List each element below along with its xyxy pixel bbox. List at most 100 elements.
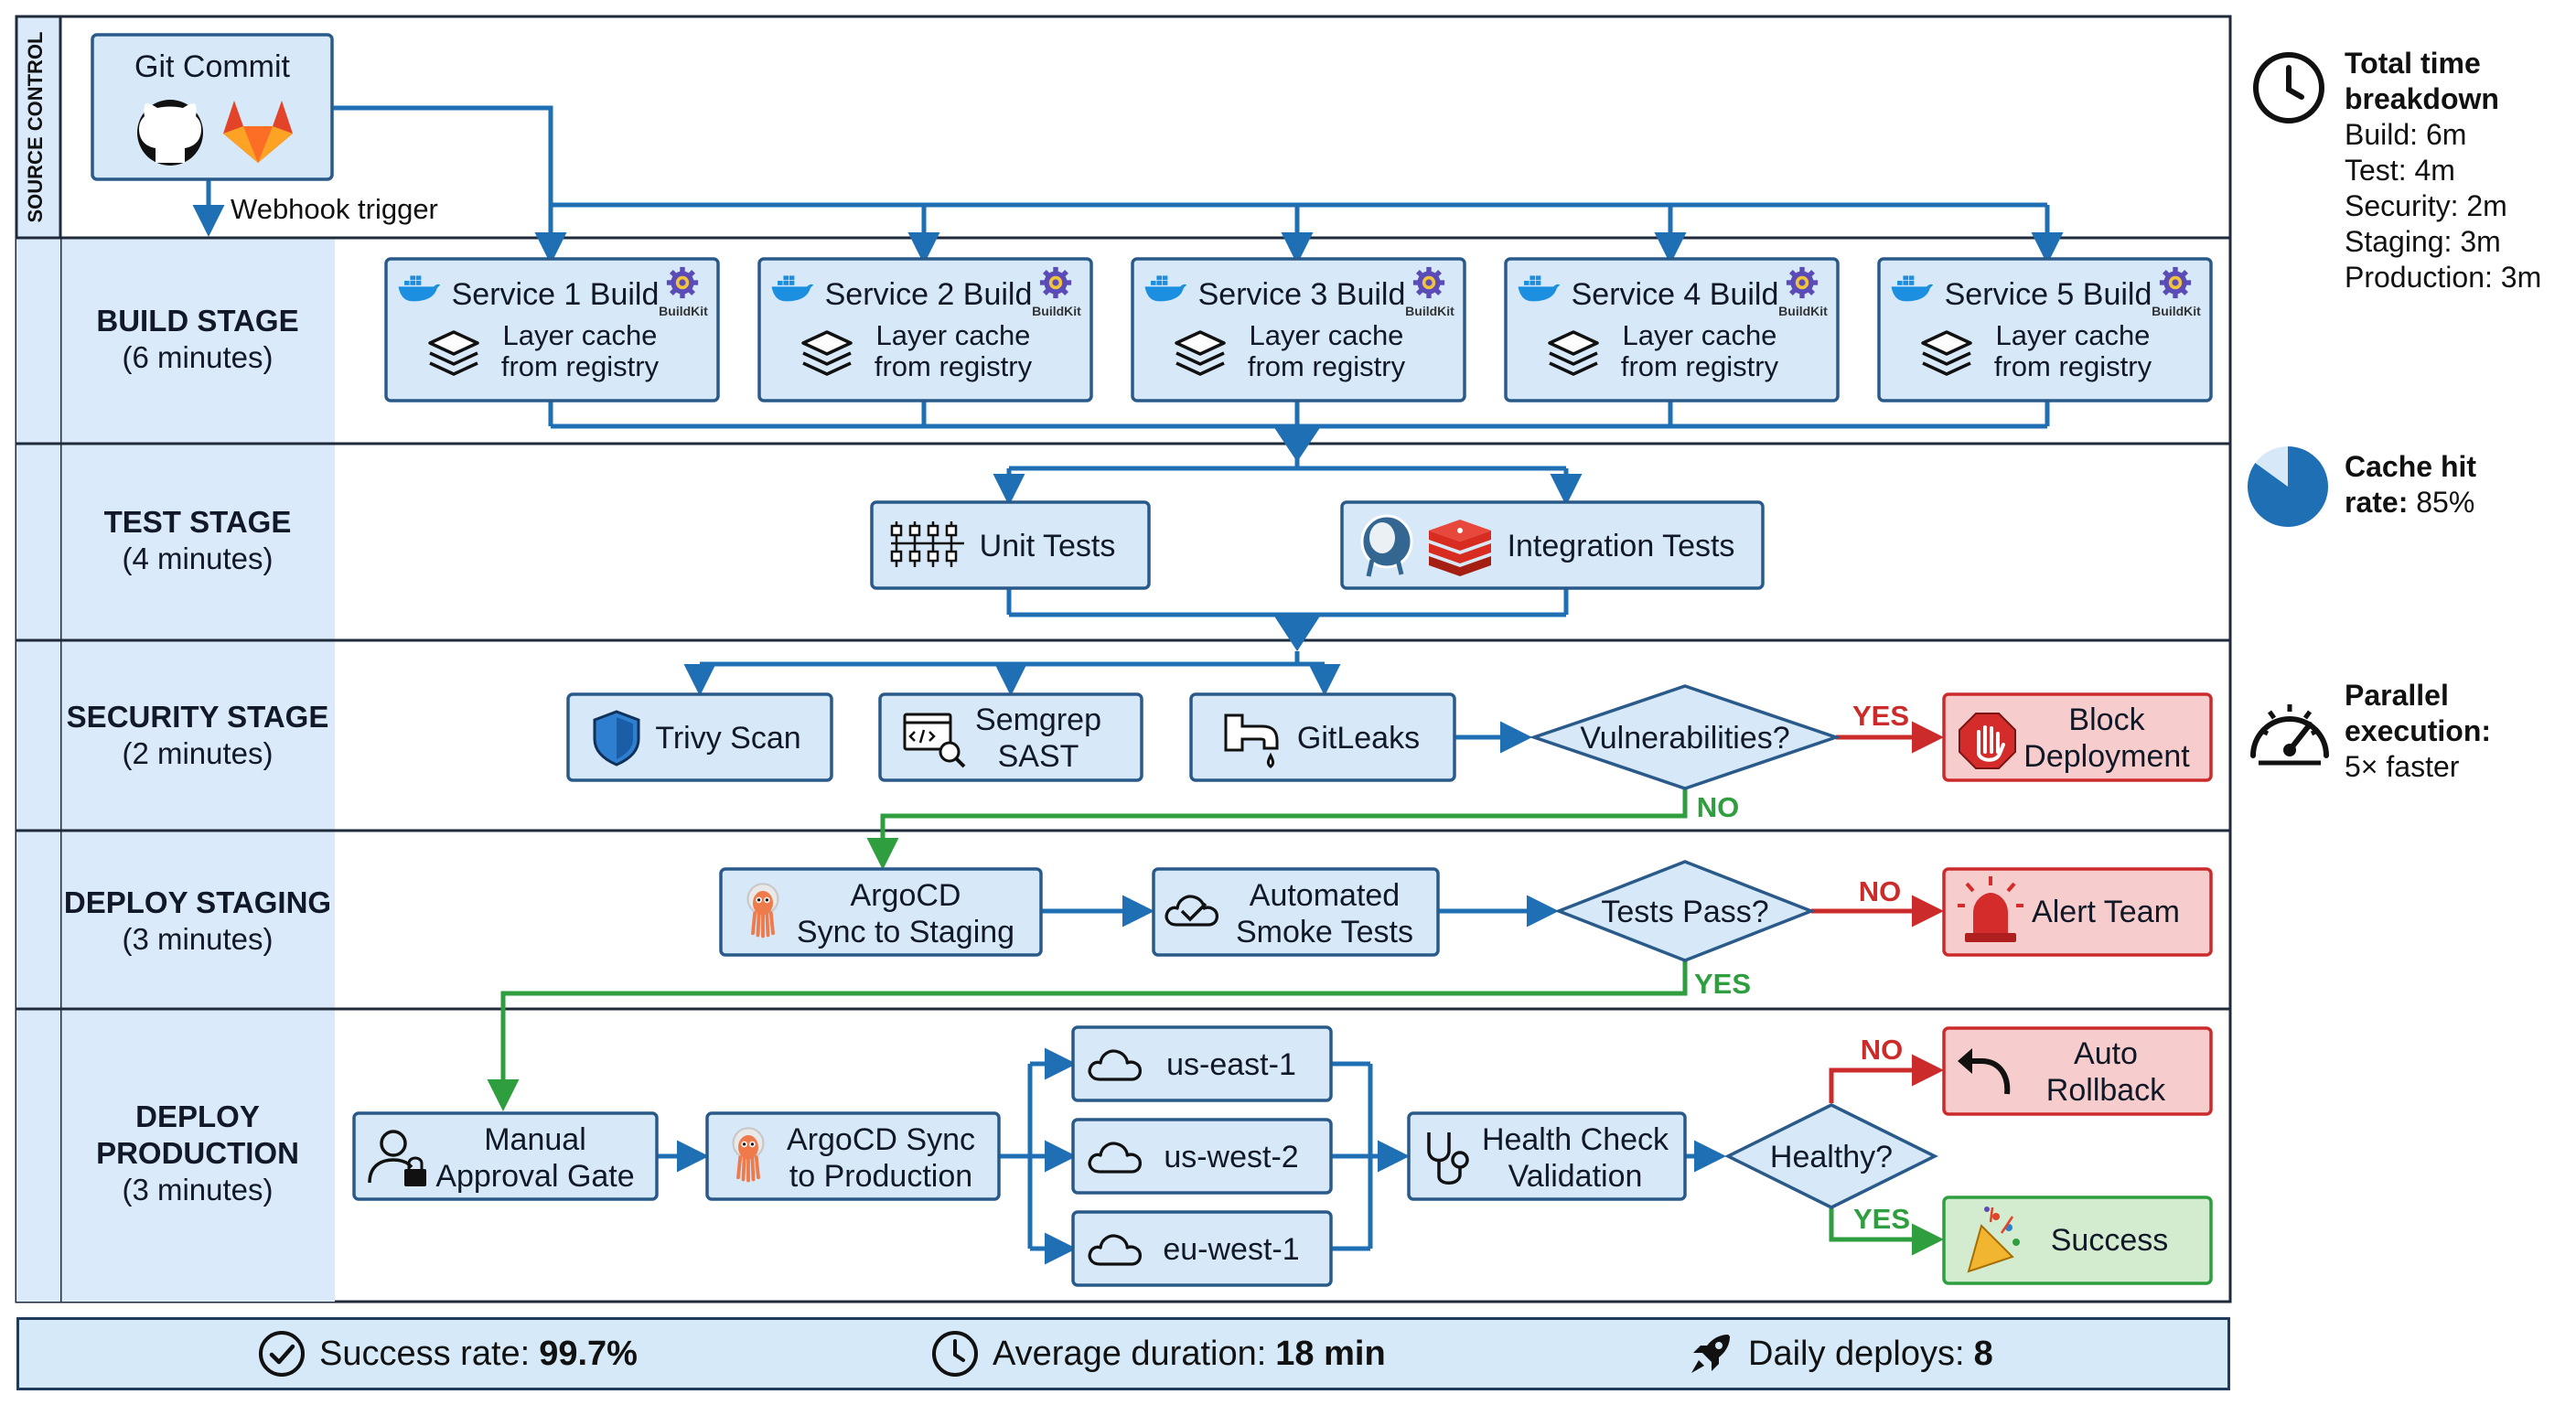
- service-build-label: Service 4 Build: [1572, 277, 1779, 312]
- build-stage-duration: (6 minutes): [122, 340, 273, 374]
- check-circle-icon: [259, 1331, 305, 1377]
- health-check-label-2: Validation: [1508, 1159, 1643, 1194]
- layer-cache-label: Layer cache: [1996, 319, 2151, 351]
- unit-tests-node[interactable]: Unit Tests: [870, 500, 1151, 590]
- buildkit-tag: BuildKit: [659, 304, 708, 318]
- manual-approval-node[interactable]: Manual Approval Gate: [352, 1111, 659, 1201]
- stop-hand-icon: [1959, 713, 2016, 769]
- smoke-tests-node[interactable]: Automated Smoke Tests: [1152, 867, 1440, 957]
- auto-rollback-label-1: Auto: [2074, 1036, 2138, 1071]
- layer-cache-label: Layer cache: [503, 319, 658, 351]
- region-node[interactable]: us-east-1: [1071, 1025, 1333, 1102]
- buildkit-tag: BuildKit: [1778, 304, 1828, 318]
- smoke-tests-label-1: Automated: [1250, 878, 1400, 913]
- user-lock-icon: [368, 1130, 426, 1186]
- average-duration-label: Average duration:: [993, 1334, 1267, 1373]
- security-stage-duration: (2 minutes): [122, 736, 273, 770]
- github-icon: [137, 100, 203, 166]
- unit-tests-icon: [890, 521, 964, 567]
- staging-no-label: NO: [1859, 875, 1902, 907]
- stats-bar: Success rate: 99.7% Average duration: 18…: [16, 1317, 2230, 1390]
- time-item: Staging: 3m: [2345, 225, 2501, 258]
- parallel-value: 5× faster: [2345, 750, 2460, 783]
- lane-label-test: TEST STAGE (4 minutes): [104, 505, 292, 575]
- tests-pass-label: Tests Pass?: [1601, 895, 1768, 929]
- security-yes-label: YES: [1852, 700, 1909, 732]
- siren-icon: [1958, 876, 2023, 942]
- integration-tests-node[interactable]: Integration Tests: [1340, 500, 1765, 590]
- semgrep-label-1: Semgrep: [975, 702, 1101, 737]
- health-check-node[interactable]: Health Check Validation: [1407, 1111, 1687, 1201]
- staging-stage-duration: (3 minutes): [122, 922, 273, 956]
- production-no-label: NO: [1861, 1034, 1904, 1066]
- redis-icon: [1429, 520, 1491, 576]
- unit-tests-label: Unit Tests: [980, 529, 1116, 563]
- test-stage-duration: (4 minutes): [122, 542, 273, 575]
- code-search-icon: [903, 713, 966, 768]
- cache-hit-title-1: Cache hit: [2345, 450, 2477, 483]
- staging-yes-label: YES: [1694, 968, 1751, 1000]
- test-stage-title: TEST STAGE: [104, 505, 292, 539]
- security-no-label: NO: [1697, 791, 1740, 823]
- region-node[interactable]: us-west-2: [1071, 1118, 1333, 1195]
- webhook-trigger-label: Webhook trigger: [231, 193, 438, 225]
- trivy-scan-node[interactable]: Trivy Scan: [566, 692, 833, 782]
- smoke-tests-label-2: Smoke Tests: [1236, 915, 1413, 949]
- argocd-staging-label-1: ArgoCD: [851, 878, 961, 913]
- time-breakdown-title-1: Total time: [2345, 47, 2481, 80]
- tests-pass-decision[interactable]: Tests Pass?: [1554, 860, 1816, 962]
- vulnerabilities-decision[interactable]: Vulnerabilities?: [1529, 684, 1841, 790]
- source-control-label: SOURCE CONTROL: [24, 32, 47, 223]
- from-registry-label: from registry: [1621, 350, 1779, 382]
- semgrep-sast-node[interactable]: Semgrep SAST: [878, 692, 1143, 782]
- vulnerabilities-label: Vulnerabilities?: [1580, 721, 1789, 756]
- git-commit-label: Git Commit: [134, 49, 291, 84]
- daily-deploys-value: 8: [1973, 1334, 1993, 1373]
- alert-team-node[interactable]: Alert Team: [1942, 867, 2213, 957]
- block-deployment-node[interactable]: Block Deployment: [1942, 692, 2213, 782]
- region-node[interactable]: eu-west-1: [1071, 1210, 1333, 1287]
- build-merge-arrowhead: [1273, 426, 1321, 462]
- from-registry-label: from registry: [1248, 350, 1406, 382]
- build-stage-title: BUILD STAGE: [96, 304, 298, 338]
- buildkit-tag: BuildKit: [1032, 304, 1081, 318]
- argocd-production-node[interactable]: ArgoCD Sync to Production: [705, 1111, 1001, 1201]
- service-build-label: Service 3 Build: [1198, 277, 1406, 312]
- healthy-decision[interactable]: Healthy?: [1724, 1103, 1938, 1209]
- from-registry-label: from registry: [501, 350, 660, 382]
- trivy-scan-label: Trivy Scan: [655, 721, 800, 756]
- success-node[interactable]: Success: [1942, 1196, 2213, 1285]
- cache-hit-value: 85%: [2416, 486, 2475, 519]
- layer-cache-label: Layer cache: [1623, 319, 1777, 351]
- from-registry-label: from registry: [875, 350, 1033, 382]
- semgrep-label-2: SAST: [998, 739, 1079, 774]
- buildkit-tag: BuildKit: [2152, 304, 2201, 318]
- time-item: Security: 2m: [2345, 189, 2507, 222]
- git-commit-node[interactable]: Git Commit: [91, 33, 334, 181]
- gitleaks-node[interactable]: GitLeaks: [1189, 692, 1456, 782]
- region-label: eu-west-1: [1163, 1232, 1299, 1267]
- stethoscope-icon: [1427, 1132, 1469, 1185]
- block-deployment-label-1: Block: [2068, 702, 2145, 737]
- alert-team-label: Alert Team: [2032, 895, 2180, 929]
- success-rate-stat: Success rate: 99.7%: [257, 1320, 638, 1388]
- service-build-label: Service 1 Build: [452, 277, 660, 312]
- lane-label-production: DEPLOY PRODUCTION (3 minutes): [96, 1099, 299, 1207]
- buildkit-tag: BuildKit: [1405, 304, 1454, 318]
- time-item: Build: 6m: [2345, 118, 2467, 151]
- layer-cache-label: Layer cache: [1250, 319, 1404, 351]
- daily-deploys-label: Daily deploys:: [1748, 1334, 1965, 1373]
- parallel-execution: Parallel execution: 5× faster: [2345, 678, 2491, 785]
- argocd-staging-node[interactable]: ArgoCD Sync to Staging: [719, 867, 1043, 957]
- cache-pie-icon: [2248, 446, 2328, 527]
- auto-rollback-node[interactable]: Auto Rollback: [1942, 1026, 2213, 1116]
- success-rate-label: Success rate:: [319, 1334, 531, 1373]
- test-merge-arrowhead: [1273, 615, 1321, 651]
